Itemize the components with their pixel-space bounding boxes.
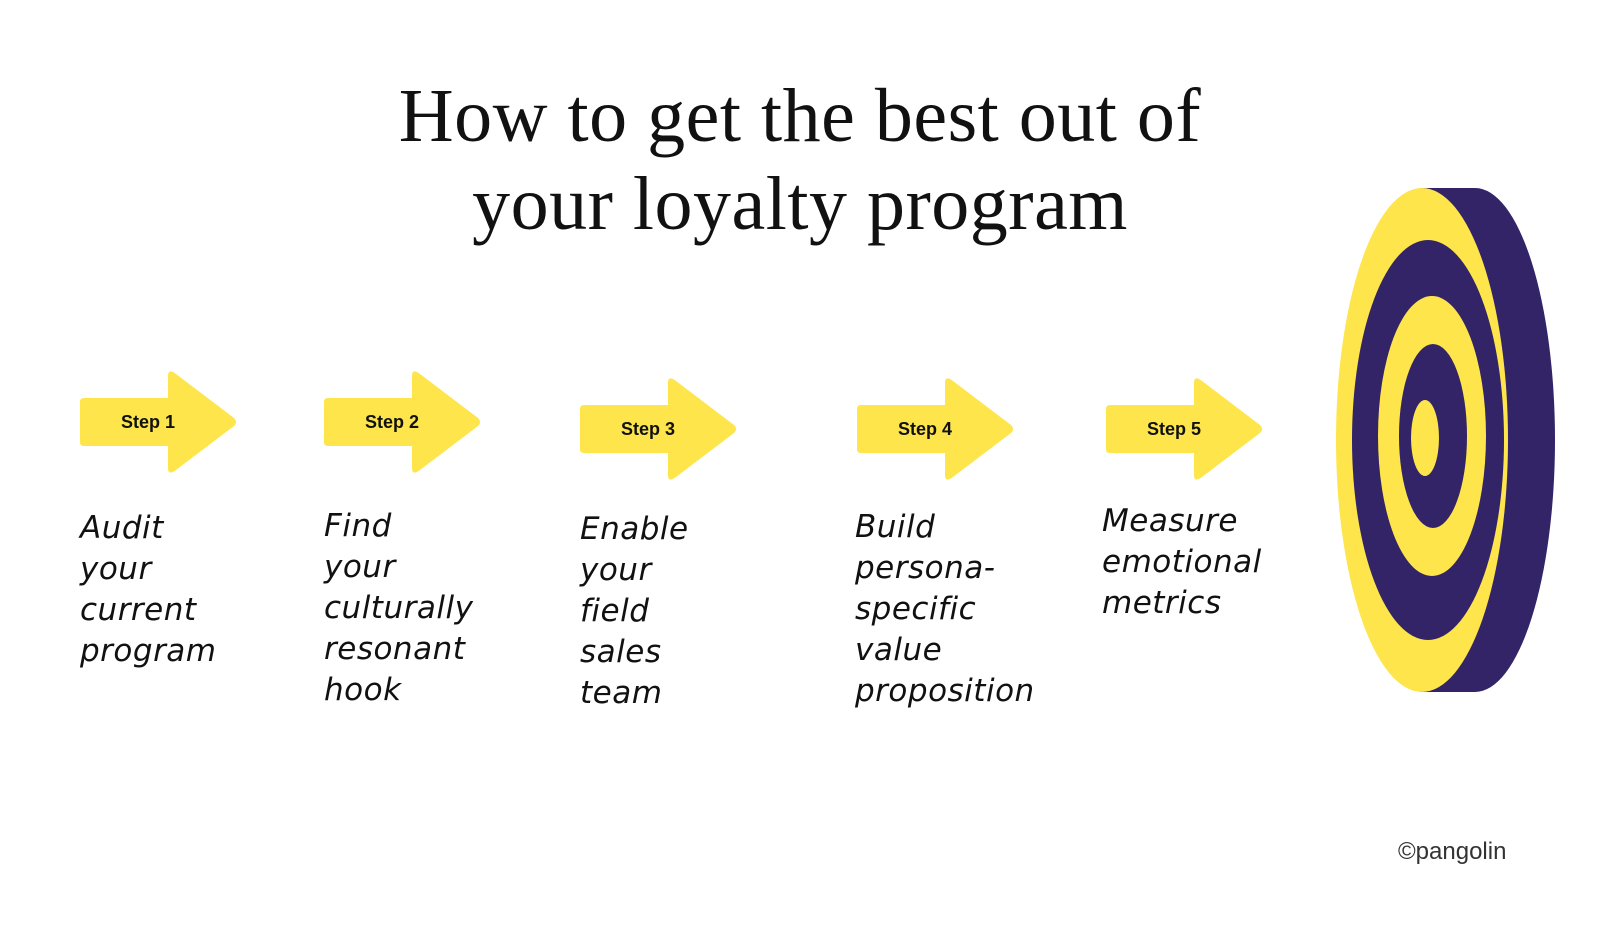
step-label: Step 3	[620, 418, 676, 439]
target-bullseye-icon	[1330, 186, 1560, 696]
title-line-2: your loyalty program	[472, 162, 1128, 246]
title-line-1: How to get the best out of	[398, 74, 1202, 158]
copyright-credit: ©pangolin	[1398, 838, 1507, 865]
step-label: Step 1	[120, 411, 176, 432]
arrow-right-icon: Step 5	[1104, 375, 1264, 483]
step-description: Measure emotional metrics	[1102, 503, 1262, 621]
step-description: Find your culturally resonant hook	[324, 508, 474, 708]
arrow-right-icon: Step 4	[855, 375, 1015, 483]
arrow-right-icon: Step 2	[322, 368, 482, 476]
step-description: Enable your field sales team	[580, 511, 689, 711]
arrow-right-icon: Step 3	[578, 375, 738, 483]
step-description: Build persona- specific value propositio…	[855, 509, 1035, 709]
page-title: How to get the best out of your loyalty …	[0, 72, 1600, 248]
step-label: Step 2	[364, 411, 420, 432]
step-label: Step 5	[1146, 418, 1202, 439]
step-label: Step 4	[897, 418, 953, 439]
arrow-right-icon: Step 1	[78, 368, 238, 476]
step-description: Audit your current program	[80, 510, 217, 669]
